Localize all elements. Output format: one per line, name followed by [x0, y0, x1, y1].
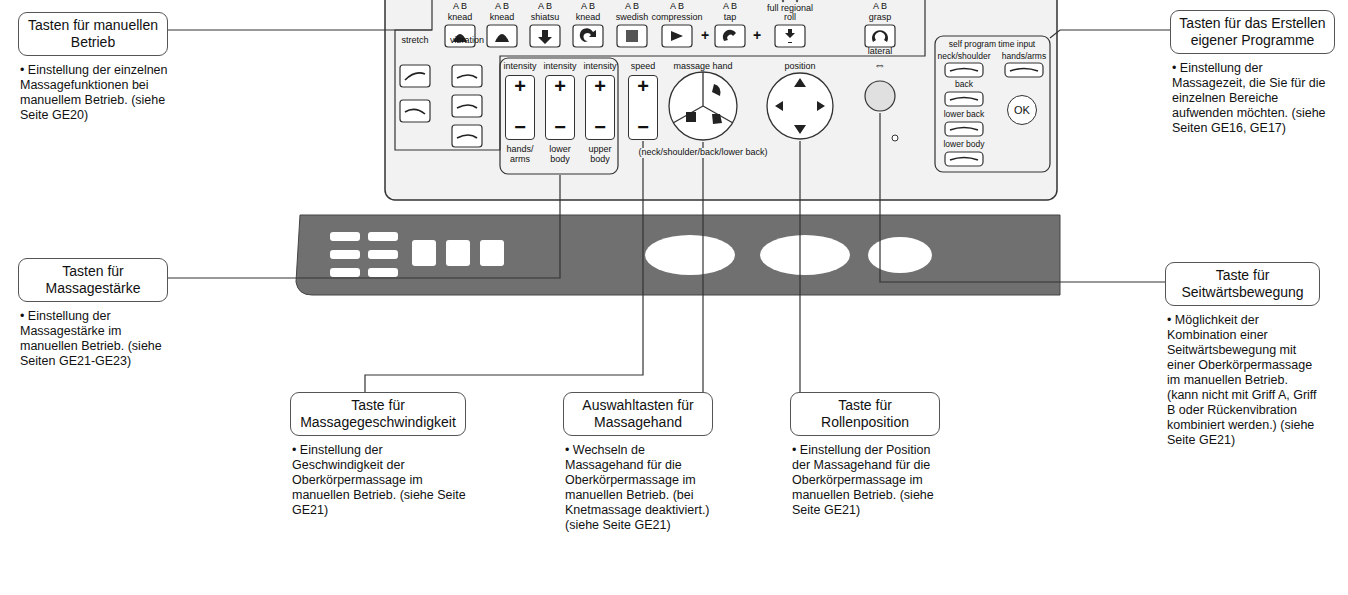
panel-label: + — [701, 28, 709, 43]
panel-label: upper body — [583, 145, 617, 165]
intensity-group-outline — [500, 58, 618, 174]
panel-label: A B — [495, 2, 509, 12]
panel-label: A B — [581, 2, 595, 12]
button-symbol: OK — [1014, 104, 1030, 116]
callout-heading: Taste für Seitwärtsbewegung — [1165, 262, 1320, 306]
panel-label: + — [753, 28, 761, 43]
panel-label: swedish — [616, 13, 649, 23]
panel-label: (neck/shoulder/back/lower back) — [636, 148, 769, 158]
button-symbol: − — [554, 117, 566, 137]
panel-label: intensity — [503, 62, 536, 72]
panel-label: stretch — [401, 36, 428, 46]
indicator-lamp — [892, 135, 898, 141]
callout-heading: Auswahltasten für Massagehand — [563, 392, 713, 436]
callout-description: • Einstellung der Massagestärke im manue… — [18, 309, 168, 369]
callout-description: • Möglichkeit der Kombination einer Seit… — [1165, 313, 1320, 448]
callout-description: • Einstellung der Position der Massageha… — [790, 443, 940, 518]
function-icons — [453, 28, 888, 44]
panel-label: back — [955, 80, 973, 89]
lateral-button — [865, 81, 895, 111]
position-dial — [767, 73, 833, 139]
callout-box: Taste für Rollenposition • Einstellung de… — [790, 392, 940, 518]
panel-label: lower body — [943, 140, 984, 149]
panel-label: intensity — [583, 62, 616, 72]
panel-label: knead — [576, 13, 601, 23]
callout-box: Tasten für manuellen Betrieb • Einstellun… — [18, 12, 168, 123]
panel-label: A B — [670, 2, 684, 12]
panel-label: knead — [490, 13, 515, 23]
plus-minus-button: +− — [585, 75, 615, 140]
callout-description: • Einstellung der Geschwindigkeit der Ob… — [290, 443, 466, 518]
callout-description: • Einstellung der einzelnen Massagefunkt… — [18, 63, 168, 123]
panel-label: roll — [784, 13, 796, 23]
panel-label: grasp — [869, 13, 892, 23]
panel-label: speed — [631, 62, 656, 72]
panel-label: A B — [873, 2, 887, 12]
massage-hand-dial — [669, 72, 737, 140]
callout-box: Tasten für Massagestärke • Einstellung de… — [18, 258, 168, 369]
callout-heading: Tasten für das Erstellen eigener Program… — [1170, 10, 1335, 54]
panel-label: A B — [625, 2, 639, 12]
holder-slots — [330, 232, 932, 277]
panel-label: A B — [723, 2, 737, 12]
panel-label: massage hand — [673, 62, 732, 72]
plus-minus-button: +− — [505, 75, 535, 140]
plus-minus-button: +− — [545, 75, 575, 140]
panel-label: compression — [651, 13, 702, 23]
panel-label: A B — [453, 2, 467, 12]
panel-label: hands/ arms — [503, 145, 537, 165]
ok-button: OK — [1007, 95, 1037, 125]
callout-description: • Einstellung der Massagezeit, die Sie f… — [1170, 61, 1335, 136]
panel-label: A B — [538, 2, 552, 12]
program-group-outline — [935, 36, 1050, 172]
panel-label: lower body — [543, 145, 577, 165]
callout-heading: Taste für Massagegeschwindigkeit — [290, 392, 466, 436]
callout-box: Taste für Seitwärtsbewegung • Möglichkeit… — [1165, 262, 1320, 448]
button-symbol: − — [514, 117, 526, 137]
panel-label: lower back — [944, 110, 985, 119]
panel-label: neck/shoulder — [938, 52, 991, 61]
panel-label: hands/arms — [1002, 52, 1046, 61]
ab-dots — [782, 0, 798, 2]
manual-group-outline — [395, 0, 925, 150]
panel-label: knead — [448, 13, 473, 23]
button-symbol: + — [554, 76, 566, 96]
panel-label: lateral — [868, 47, 893, 57]
holder-band — [296, 215, 1060, 295]
stretch-vibration-buttons — [400, 65, 482, 147]
button-symbol: + — [514, 76, 526, 96]
panel-label: position — [784, 62, 815, 72]
leader-lines — [168, 30, 1170, 392]
callout-description: • Wechseln de Massagehand für die Oberkö… — [563, 443, 713, 533]
function-buttons — [445, 25, 895, 47]
panel-label: vibration — [450, 36, 484, 46]
panel-label: ⇔ — [874, 59, 886, 72]
button-symbol: + — [594, 76, 606, 96]
callout-box: Auswahltasten für Massagehand • Wechseln … — [563, 392, 713, 533]
button-symbol: + — [637, 76, 649, 96]
panel-label: intensity — [543, 62, 576, 72]
callout-heading: Tasten für Massagestärke — [18, 258, 168, 302]
callout-heading: Taste für Rollenposition — [790, 392, 940, 436]
callout-box: Taste für Massagegeschwindigkeit • Einste… — [290, 392, 466, 518]
button-symbol: − — [594, 117, 606, 137]
panel-label: shiatsu — [531, 13, 560, 23]
callout-box: Tasten für das Erstellen eigener Program… — [1170, 10, 1335, 136]
stretch-vibration-icons — [405, 73, 477, 138]
panel-label: tap — [724, 13, 737, 23]
plus-minus-button: +− — [628, 75, 658, 140]
button-symbol: − — [637, 117, 649, 137]
panel-face — [385, 0, 1057, 200]
panel-label: self program time input — [949, 40, 1035, 49]
callout-heading: Tasten für manuellen Betrieb — [18, 12, 168, 56]
